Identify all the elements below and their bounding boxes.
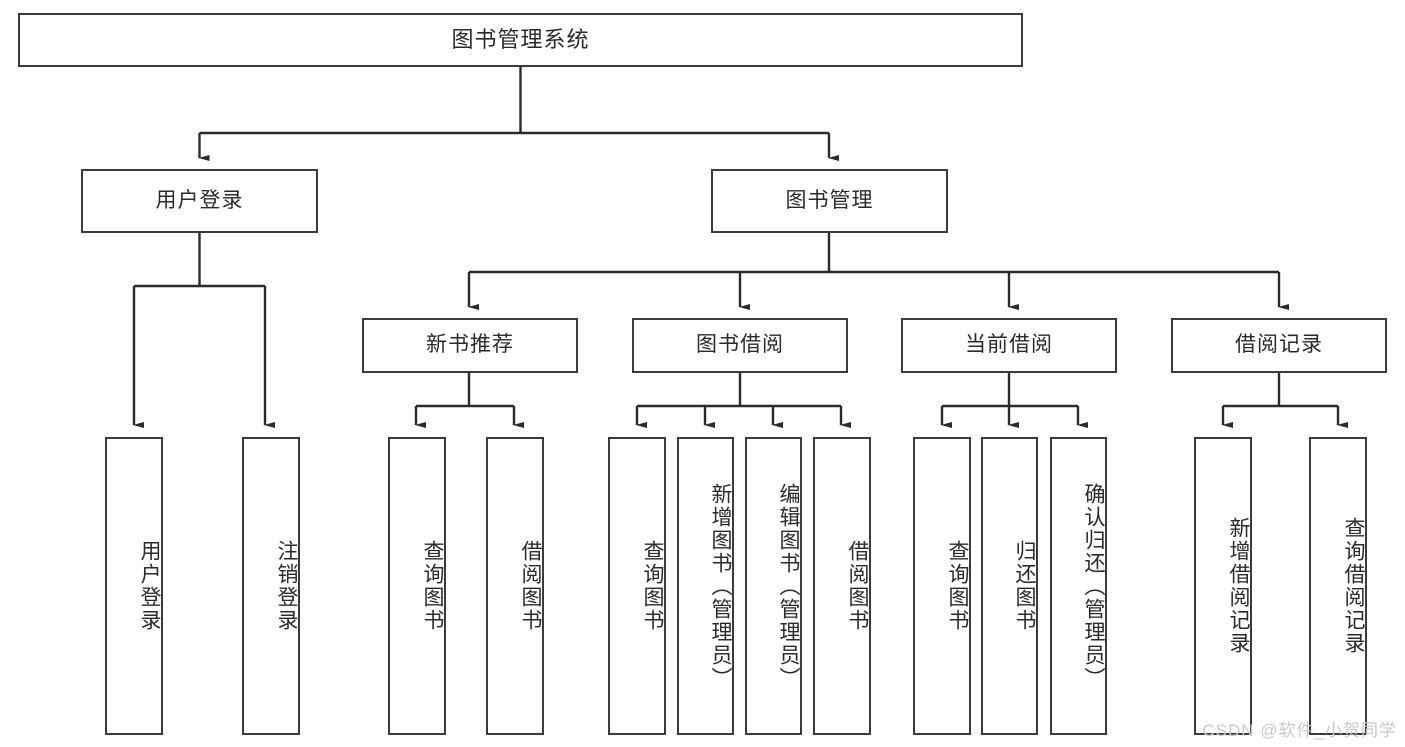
leaf-borrow-books-recommend[interactable]: 借阅图书 bbox=[486, 437, 544, 735]
node-label: 借阅记录 bbox=[1235, 333, 1323, 357]
node-label: 归还图书 bbox=[1013, 540, 1036, 632]
node-label: 查询借阅记录 bbox=[1342, 517, 1365, 655]
node-label: 借阅图书 bbox=[846, 540, 869, 632]
leaf-borrow-books-borrow[interactable]: 借阅图书 bbox=[813, 437, 871, 735]
node-label: 当前借阅 bbox=[965, 333, 1053, 357]
node-label: 注销登录 bbox=[275, 540, 298, 632]
leaf-query-borrow-record[interactable]: 查询借阅记录 bbox=[1309, 437, 1367, 735]
node-label: 用户登录 bbox=[138, 540, 161, 632]
leaf-edit-book-admin[interactable]: 编辑图书（管理员） bbox=[745, 437, 802, 735]
node-label: 查询图书 bbox=[641, 540, 664, 632]
node-label: 确认归还（管理员） bbox=[1082, 482, 1105, 690]
node-borrow-records[interactable]: 借阅记录 bbox=[1171, 318, 1387, 373]
node-label: 新书推荐 bbox=[426, 333, 514, 357]
leaf-logout[interactable]: 注销登录 bbox=[242, 437, 300, 735]
node-label: 借阅图书 bbox=[519, 540, 542, 632]
node-root[interactable]: 图书管理系统 bbox=[18, 13, 1023, 67]
node-label: 图书管理系统 bbox=[451, 27, 590, 53]
leaf-return-books[interactable]: 归还图书 bbox=[981, 437, 1038, 735]
node-book-management[interactable]: 图书管理 bbox=[711, 169, 948, 233]
node-label: 查询图书 bbox=[421, 540, 444, 632]
leaf-add-borrow-record[interactable]: 新增借阅记录 bbox=[1194, 437, 1252, 735]
node-label: 编辑图书（管理员） bbox=[777, 482, 800, 690]
node-label: 图书管理 bbox=[785, 188, 874, 212]
node-user-login[interactable]: 用户登录 bbox=[81, 169, 318, 233]
leaf-query-books-borrow[interactable]: 查询图书 bbox=[608, 437, 666, 735]
node-label: 用户登录 bbox=[155, 188, 244, 212]
node-label: 图书借阅 bbox=[696, 333, 784, 357]
node-new-book-recommend[interactable]: 新书推荐 bbox=[362, 318, 578, 373]
leaf-user-login[interactable]: 用户登录 bbox=[105, 437, 163, 735]
leaf-confirm-return-admin[interactable]: 确认归还（管理员） bbox=[1050, 437, 1107, 735]
node-label: 查询图书 bbox=[946, 540, 969, 632]
csdn-watermark: CSDN @软件_小贺同学 bbox=[1202, 721, 1397, 740]
node-label: 新增图书（管理员） bbox=[709, 482, 732, 690]
node-current-borrow[interactable]: 当前借阅 bbox=[901, 318, 1117, 373]
leaf-query-books-recommend[interactable]: 查询图书 bbox=[388, 437, 446, 735]
leaf-query-books-current[interactable]: 查询图书 bbox=[913, 437, 971, 735]
node-book-borrow[interactable]: 图书借阅 bbox=[632, 318, 848, 373]
leaf-add-book-admin[interactable]: 新增图书（管理员） bbox=[677, 437, 734, 735]
node-label: 新增借阅记录 bbox=[1227, 517, 1250, 655]
